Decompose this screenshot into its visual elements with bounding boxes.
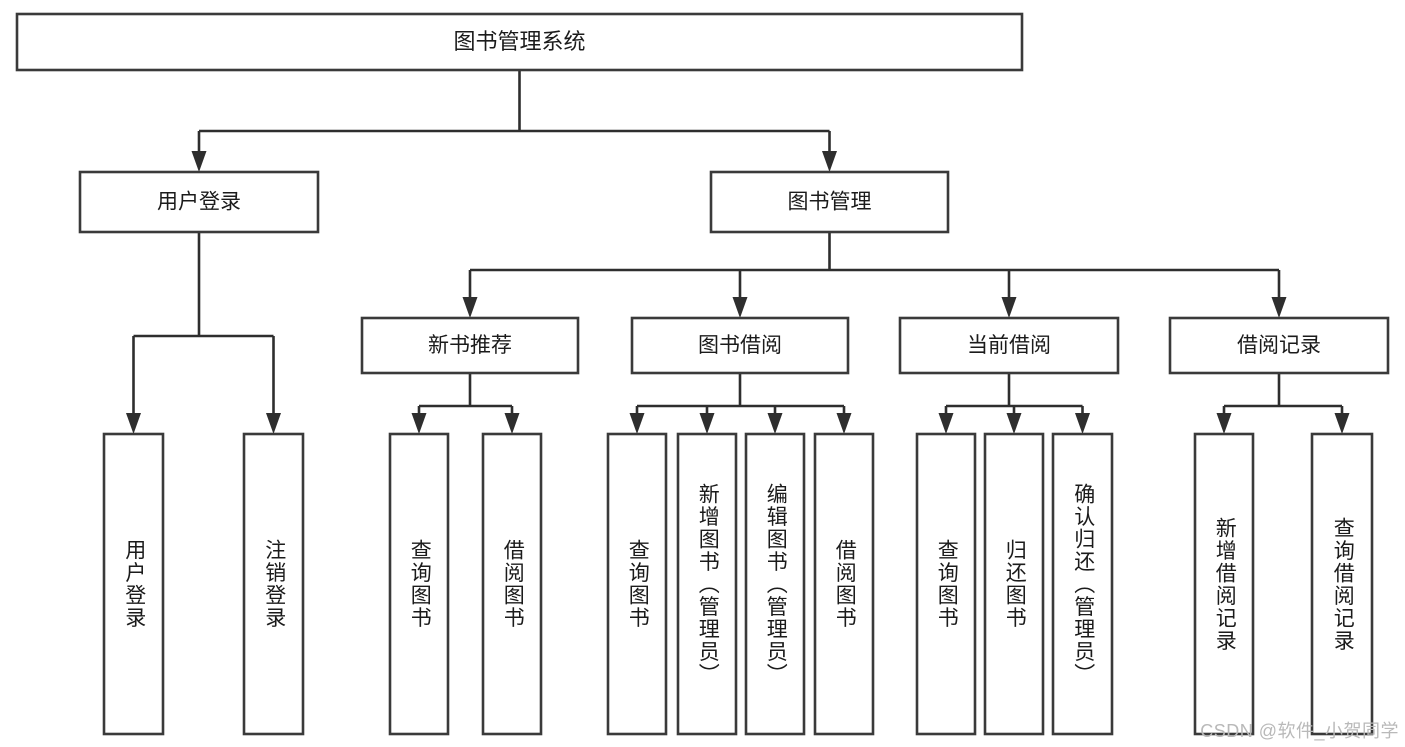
node-level2-label-0: 用户登录 xyxy=(157,191,241,214)
node-leaf-label-1: 注销登录 xyxy=(262,539,286,629)
arrow-to-leaf-5 xyxy=(699,413,715,434)
arrow-to-level3-0 xyxy=(462,297,478,318)
node-level3-label-2: 当前借阅 xyxy=(967,334,1051,357)
node-level3-label-0: 新书推荐 xyxy=(428,334,512,357)
arrow-to-leaf-0 xyxy=(126,413,141,434)
arrow-to-leaf-1 xyxy=(266,413,281,434)
connectors-layer xyxy=(126,70,1350,434)
node-level3-label-1: 图书借阅 xyxy=(698,334,782,357)
node-leaf-label-11: 新增借阅记录 xyxy=(1213,516,1237,652)
node-leaf-box-6 xyxy=(744,432,806,736)
arrow-to-leaf-4 xyxy=(629,413,645,434)
node-level3-box-2 xyxy=(898,316,1120,375)
node-leaf-label-3: 借阅图书 xyxy=(501,539,525,629)
arrow-to-leaf-6 xyxy=(767,413,783,434)
arrow-to-leaf-8 xyxy=(938,413,954,434)
node-level3-label-3: 借阅记录 xyxy=(1237,334,1321,357)
node-leaf-label-6: 编辑图书（管理员） xyxy=(764,482,788,686)
node-leaf-label-10: 确认归还（管理员） xyxy=(1071,482,1095,686)
node-leaf-label-0: 用户登录 xyxy=(122,539,146,629)
arrow-to-leaf-7 xyxy=(836,413,852,434)
node-leaf-label-8: 查询图书 xyxy=(935,539,959,629)
node-root-label: 图书管理系统 xyxy=(453,29,585,54)
arrow-to-level3-3 xyxy=(1271,297,1287,318)
arrow-to-level3-1 xyxy=(732,297,748,318)
boxes-layer xyxy=(15,12,1390,736)
node-level2-box-1 xyxy=(709,170,950,234)
node-leaf-box-9 xyxy=(983,432,1045,736)
node-level3-box-0 xyxy=(360,316,580,375)
node-level3-box-3 xyxy=(1168,316,1390,375)
node-leaf-box-0 xyxy=(102,432,165,736)
arrow-to-level3-2 xyxy=(1001,297,1017,318)
node-leaf-box-11 xyxy=(1193,432,1255,736)
node-leaf-label-2: 查询图书 xyxy=(408,539,432,629)
node-leaf-label-4: 查询图书 xyxy=(626,539,650,629)
arrow-to-leaf-9 xyxy=(1006,413,1022,434)
arrow-to-leaf-11 xyxy=(1216,413,1232,434)
node-leaf-box-3 xyxy=(481,432,543,736)
node-leaf-label-9: 归还图书 xyxy=(1003,539,1027,629)
node-leaf-label-7: 借阅图书 xyxy=(833,539,857,629)
node-leaf-box-7 xyxy=(813,432,875,736)
node-leaf-box-12 xyxy=(1310,432,1374,736)
arrow-to-level2-0 xyxy=(191,151,207,172)
node-leaf-box-5 xyxy=(676,432,738,736)
arrow-to-level2-1 xyxy=(822,151,837,172)
node-leaf-box-4 xyxy=(606,432,668,736)
arrow-to-leaf-12 xyxy=(1334,413,1350,434)
node-leaf-box-1 xyxy=(242,432,305,736)
node-level2-label-1: 图书管理 xyxy=(788,191,872,214)
node-leaf-label-12: 查询借阅记录 xyxy=(1331,516,1355,652)
arrow-to-leaf-3 xyxy=(504,413,520,434)
node-leaf-label-5: 新增图书（管理员） xyxy=(696,482,720,686)
node-leaf-box-10 xyxy=(1051,432,1114,736)
node-leaf-box-2 xyxy=(388,432,450,736)
node-leaf-box-8 xyxy=(915,432,977,736)
arrow-to-leaf-2 xyxy=(411,413,427,434)
node-level3-box-1 xyxy=(630,316,850,375)
node-root-box xyxy=(15,12,1024,72)
arrow-to-leaf-10 xyxy=(1075,413,1090,434)
node-level2-box-0 xyxy=(78,170,320,234)
